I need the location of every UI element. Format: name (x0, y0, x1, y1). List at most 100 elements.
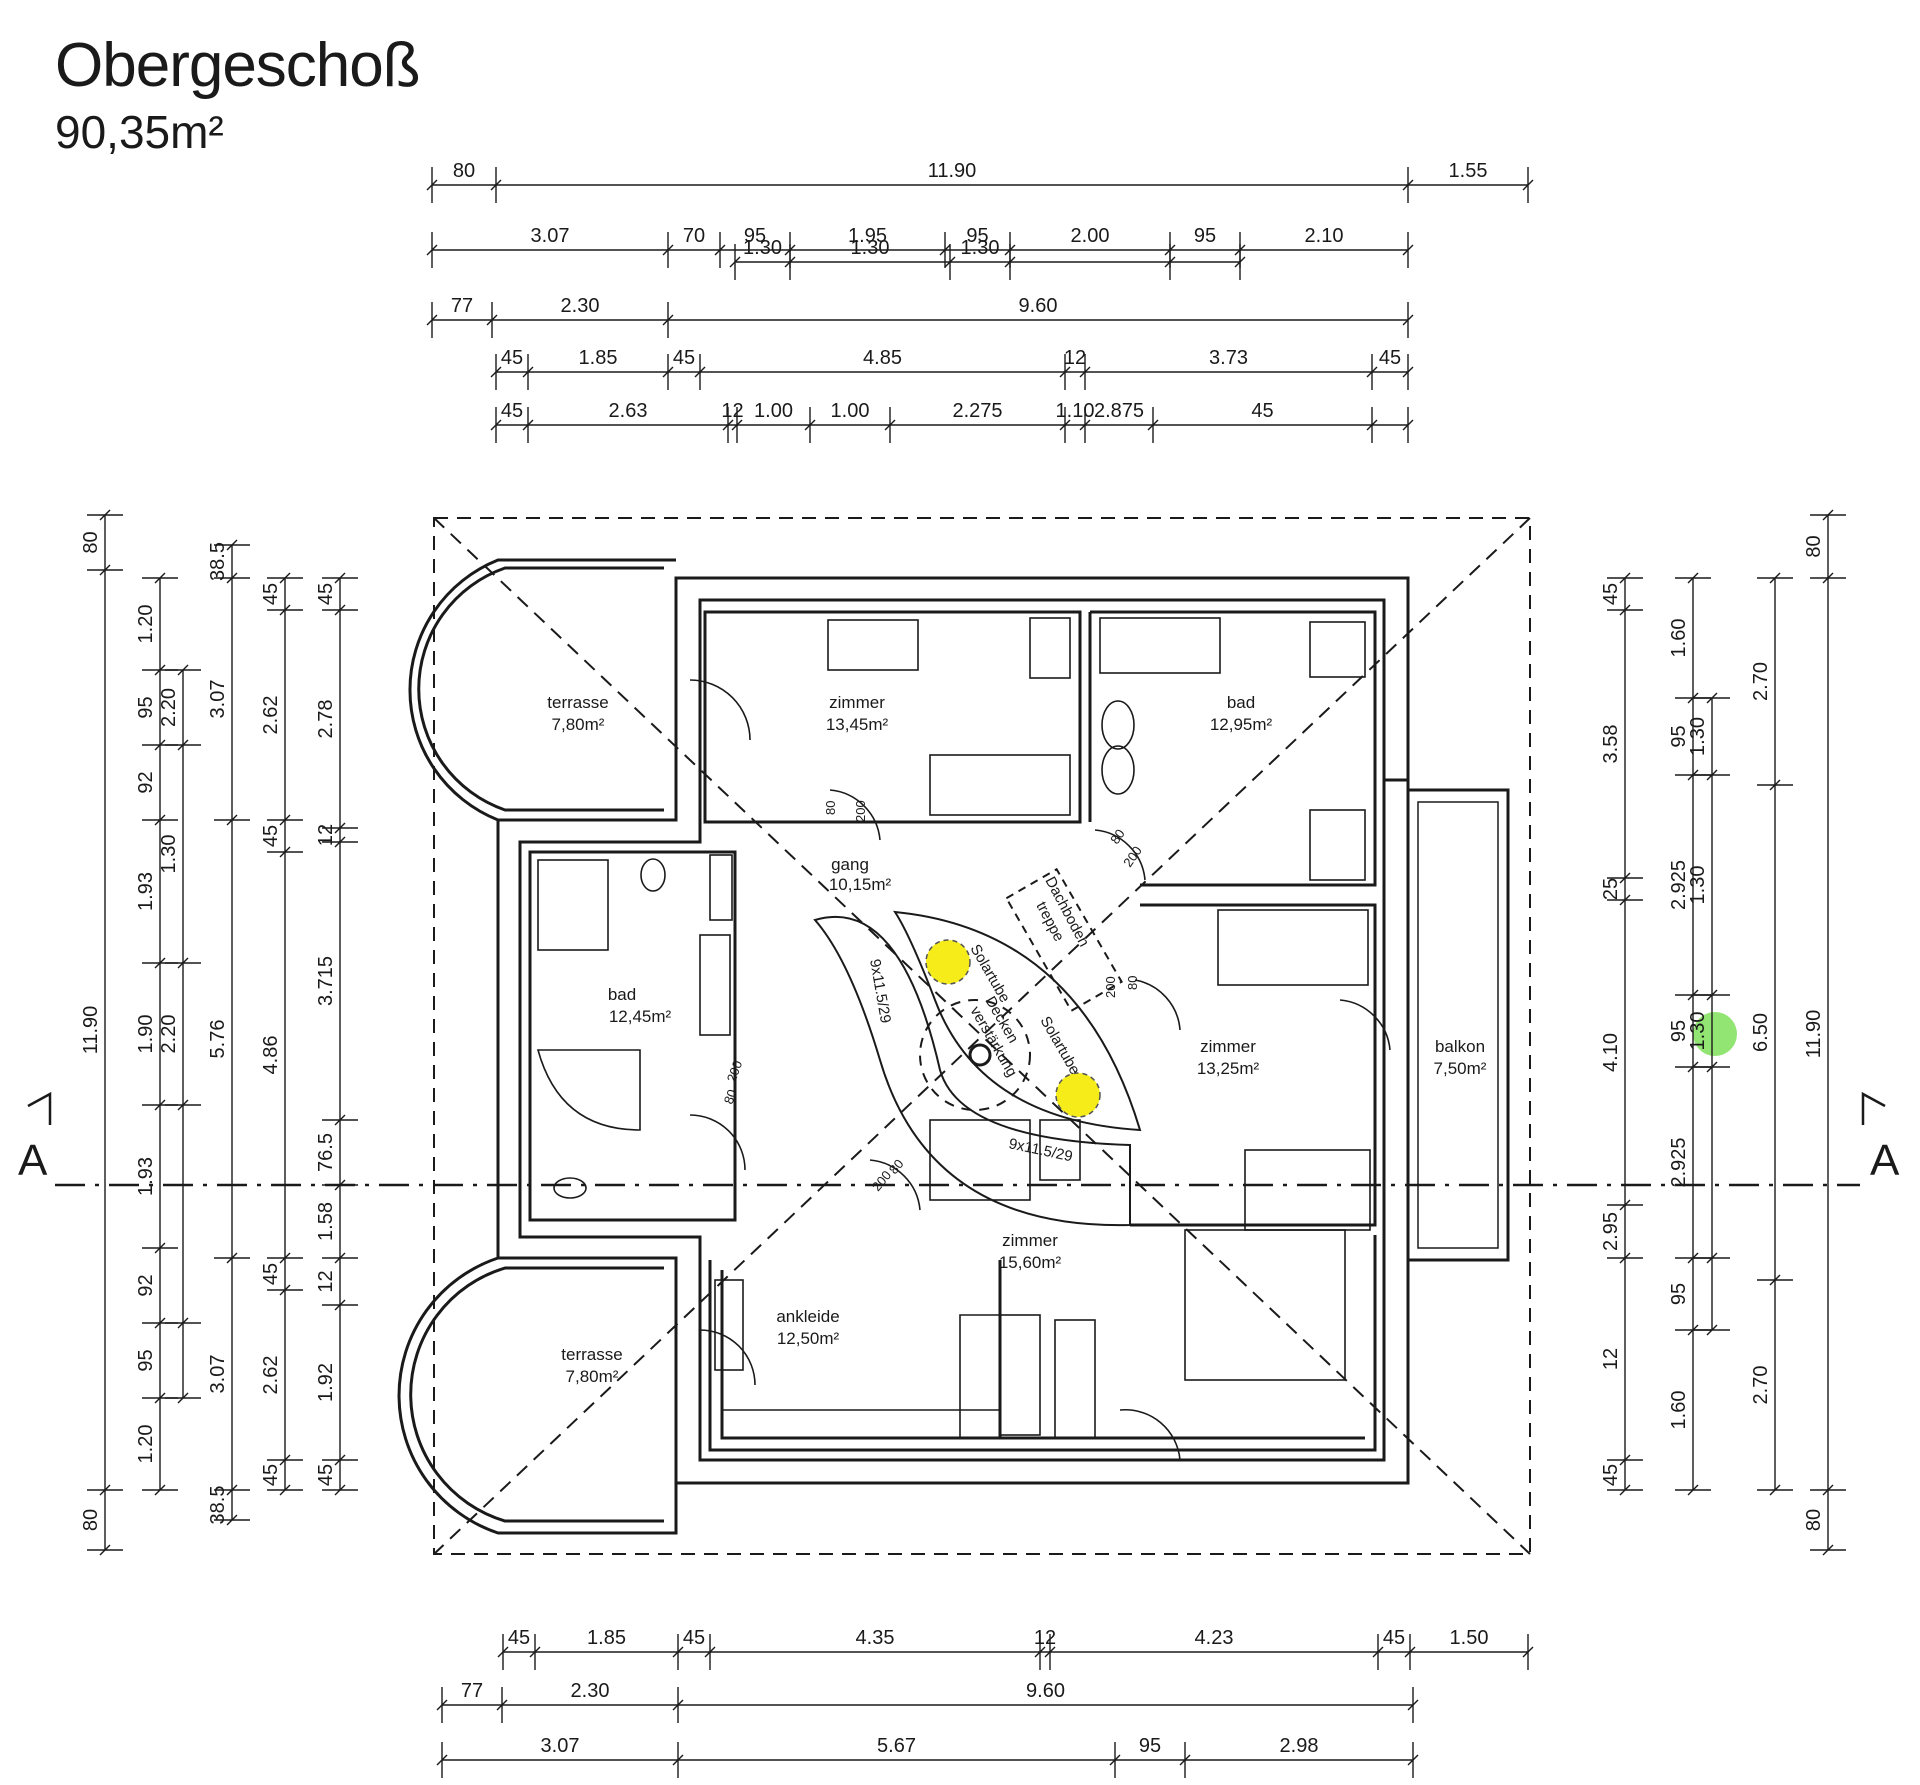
terrace-sw (397, 1256, 678, 1535)
stair-spec-upper: 9x11.5/29 (866, 958, 894, 1025)
door-label: 80 (823, 801, 838, 815)
dimension-label: 1.60 (1668, 1391, 1690, 1430)
dimension-label: 95 (135, 696, 157, 718)
room-labels: terrasse 7,80m² zimmer 13,45m² bad 12,95… (547, 693, 1486, 1386)
dimension-label: 2.925 (1668, 1137, 1690, 1187)
dimension-label: 38.5 (207, 1486, 229, 1525)
dimension-label: 1.90 (135, 1015, 157, 1054)
dimension-label: 4.10 (1600, 1033, 1622, 1072)
dimension-label: 3.73 (1209, 347, 1248, 369)
dimension-label: 1.30 (743, 237, 782, 259)
dimension-label: 76.5 (315, 1133, 337, 1172)
dimension-label: 2.20 (158, 1015, 180, 1054)
dimension-label: 2.63 (609, 400, 648, 422)
dimension-label: 70 (683, 225, 705, 247)
dimension-label: 2.875 (1094, 400, 1144, 422)
dimension-label: 2.62 (260, 696, 282, 735)
dimension-label: 95 (1668, 725, 1690, 747)
dimension-label: 1.60 (1668, 619, 1690, 658)
solartube-label-1: Solartube (967, 942, 1014, 1006)
door-label: 200 (724, 1059, 746, 1085)
staircase (813, 910, 1142, 1227)
dimension-label: 45 (1600, 583, 1622, 605)
dimension-label: 95 (744, 225, 766, 247)
dimension-label: 45 (260, 825, 282, 847)
dimension-label: 95 (135, 1349, 157, 1371)
dimension-label: 95 (966, 225, 988, 247)
dimension-label: 12 (1600, 1348, 1622, 1370)
dimension-label: 3.07 (207, 1355, 229, 1394)
door-label: 200 (853, 800, 868, 822)
dimension-label: 95 (1139, 1735, 1161, 1757)
plan-title: Obergeschoß (55, 31, 421, 100)
room-area: 7,50m² (1434, 1059, 1487, 1078)
dimension-label: 2.00 (1071, 225, 1110, 247)
dimension-label: 45 (1600, 1464, 1622, 1486)
dimension-label: 45 (1251, 400, 1273, 422)
dimension-label: 1.85 (579, 347, 618, 369)
dimension-label: 45 (501, 400, 523, 422)
section-line (27, 1091, 1886, 1187)
dimension-label: 45 (501, 347, 523, 369)
door-label: 80 (721, 1087, 740, 1106)
dimension-label: 45 (683, 1627, 705, 1649)
dimension-label: 2.78 (315, 700, 337, 739)
dimension-label: 1.93 (135, 1157, 157, 1196)
dimension-label: 12 (315, 1270, 337, 1292)
dimension-label: 6.50 (1750, 1013, 1772, 1052)
interior-walls (528, 610, 1377, 1452)
room-area: 10,15m² (829, 875, 892, 894)
room-name: terrasse (547, 693, 608, 712)
dimension-label: 3.07 (541, 1735, 580, 1757)
dimension-label: 11.90 (1803, 1010, 1825, 1059)
room-name: bad (1227, 693, 1255, 712)
dimension-label: 95 (1668, 1283, 1690, 1305)
dimension-label: 1.00 (754, 400, 793, 422)
room-name: zimmer (1200, 1037, 1256, 1056)
room-area: 7,80m² (566, 1367, 619, 1386)
room-name: bad (608, 985, 636, 1004)
dimension-label: 3.715 (315, 956, 337, 1006)
dimension-label: 1.20 (135, 1425, 157, 1464)
dimension-label: 1.93 (135, 872, 157, 911)
dimension-label: 45 (315, 583, 337, 605)
dimension-label: 45 (508, 1627, 530, 1649)
plan-total-area: 90,35m² (55, 106, 224, 158)
solartube-marker-1 (925, 939, 971, 985)
room-area: 12,45m² (609, 1007, 672, 1026)
dimension-label: 2.70 (1750, 662, 1772, 701)
dimension-label: 1.20 (135, 605, 157, 644)
dimension-label: 38.5 (207, 542, 229, 581)
dimension-label: 45 (1379, 347, 1401, 369)
dimension-label: 1.30 (1687, 866, 1709, 905)
dimension-label: 2.62 (260, 1356, 282, 1395)
door-swings (689, 679, 1391, 1461)
dimension-label: 2.30 (561, 295, 600, 317)
room-area: 7,80m² (552, 715, 605, 734)
dimension-label: 80 (1803, 1509, 1825, 1531)
highlight-mark (1693, 1012, 1737, 1056)
dimension-label: 1.92 (315, 1363, 337, 1402)
section-label-right: A (1870, 1136, 1900, 1185)
dimension-label: 80 (453, 160, 475, 182)
room-name: gang (831, 855, 869, 874)
dimension-label: 4.35 (856, 1627, 895, 1649)
room-name: zimmer (829, 693, 885, 712)
dimension-label: 45 (260, 1263, 282, 1285)
dimension-label: 80 (1803, 535, 1825, 557)
room-area: 15,60m² (999, 1253, 1062, 1272)
dimension-label: 3.58 (1600, 725, 1622, 764)
dimension-label: 45 (260, 1464, 282, 1486)
room-area: 12,50m² (777, 1329, 840, 1348)
dimension-label: 2.275 (952, 400, 1002, 422)
dimension-label: 1.95 (848, 225, 887, 247)
dimension-label: 4.23 (1195, 1627, 1234, 1649)
dimension-label: 2.925 (1668, 860, 1690, 910)
dimension-label: 5.76 (207, 1020, 229, 1059)
room-area: 13,25m² (1197, 1059, 1260, 1078)
dimension-label: 45 (260, 583, 282, 605)
dimension-label: 1.58 (315, 1202, 337, 1241)
dimension-label: 77 (461, 1680, 483, 1702)
dimension-label: 1.00 (831, 400, 870, 422)
